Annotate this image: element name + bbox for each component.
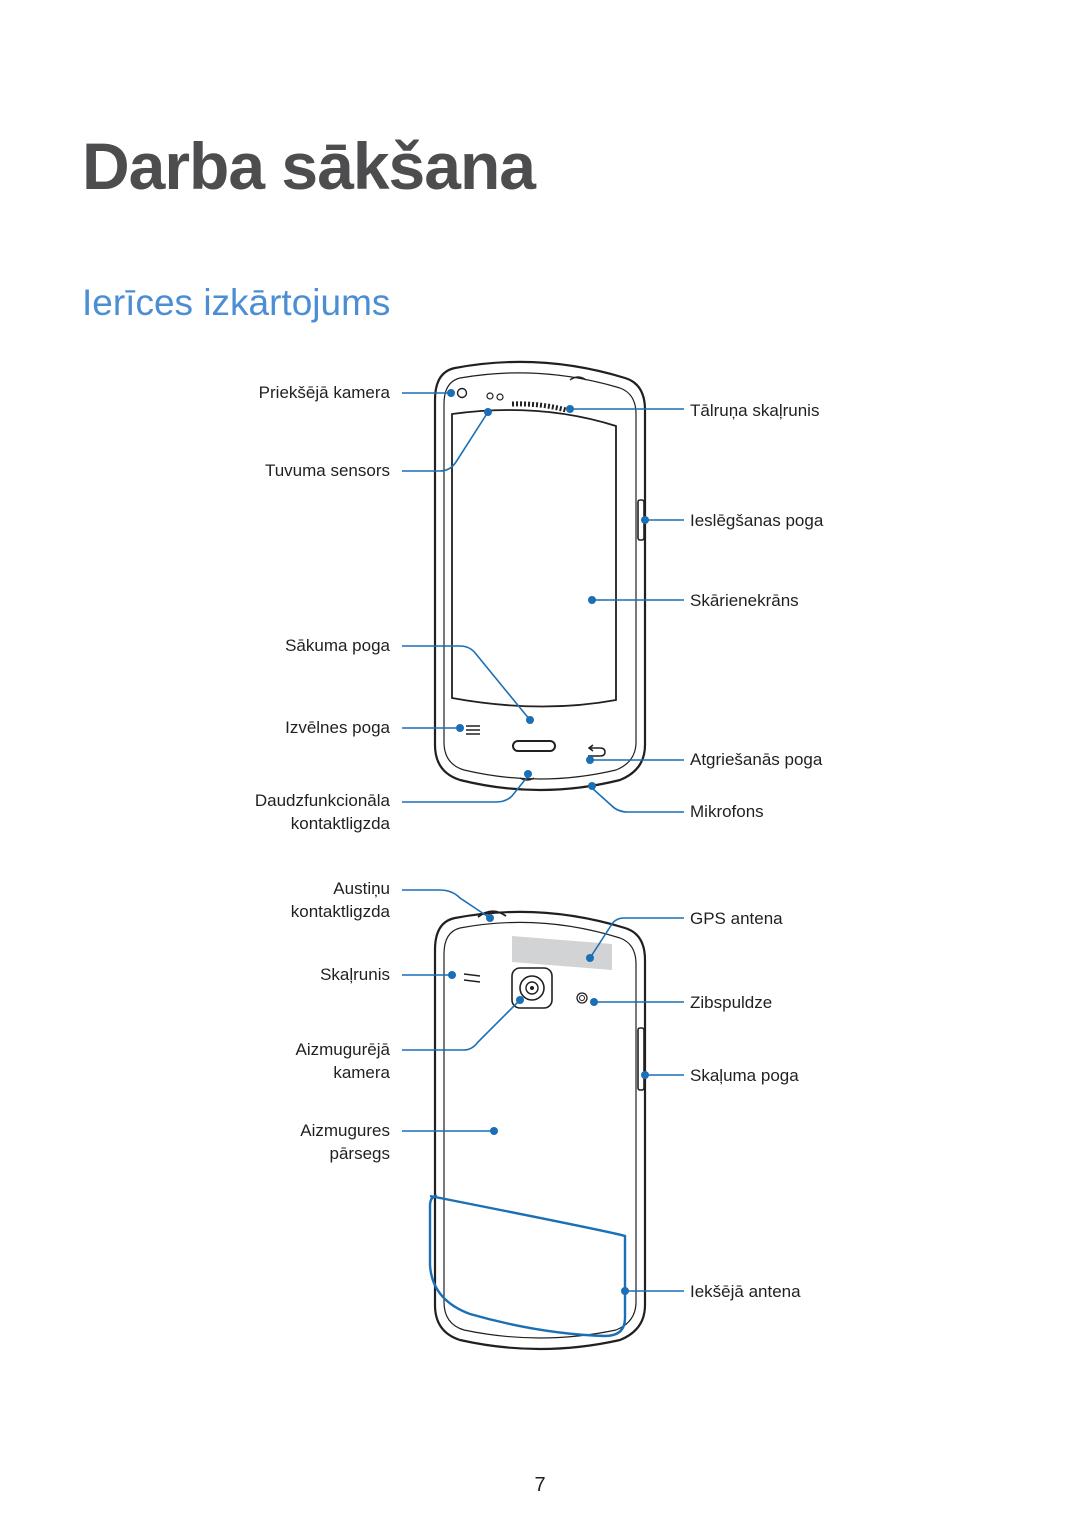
label-gps-antenna: GPS antena — [690, 909, 783, 928]
label-multipurpose-jack: Daudzfunkcionāla kontaktligzda — [255, 789, 390, 835]
internal-antenna-outline — [428, 1194, 627, 1338]
label-volume-button: Skaļuma poga — [690, 1066, 799, 1085]
label-earpiece: Tālruņa skaļrunis — [690, 401, 820, 420]
label-rear-camera-line2: kamera — [333, 1063, 390, 1082]
callout-lines — [402, 392, 684, 1292]
label-flash: Zibspuldze — [690, 993, 773, 1012]
label-rear-camera-line1: Aizmugurējā — [295, 1040, 391, 1059]
label-back-button: Atgriešanās poga — [690, 750, 823, 769]
label-proximity-sensor: Tuvuma sensors — [264, 461, 390, 480]
label-headset-jack: Austiņu kontaktligzda — [291, 877, 390, 923]
label-touch-screen: Skārienekrāns — [690, 591, 799, 610]
label-multipurpose-jack-line2: kontaktligzda — [290, 814, 390, 833]
phone-back-illustration — [433, 910, 647, 1351]
label-menu-button: Izvēlnes poga — [285, 718, 390, 737]
label-headset-jack-line1: Austiņu — [333, 879, 390, 898]
label-home-button: Sākuma poga — [285, 636, 390, 655]
label-microphone: Mikrofons — [690, 802, 764, 821]
label-internal-antenna: Iekšējā antena — [690, 1282, 801, 1301]
label-headset-jack-line2: kontaktligzda — [290, 902, 390, 921]
label-speaker: Skaļrunis — [320, 965, 390, 984]
callout-dots — [447, 389, 649, 1295]
label-rear-camera: Aizmugurējā kamera — [296, 1038, 391, 1084]
label-power-button: Ieslēgšanas poga — [690, 511, 824, 530]
phone-front-illustration — [433, 360, 647, 792]
chapter-title: Darba sākšana — [82, 129, 536, 203]
label-multipurpose-jack-line1: Daudzfunkcionāla — [254, 791, 390, 810]
label-back-cover-line2: pārsegs — [329, 1144, 390, 1163]
label-back-cover-line1: Aizmugures — [300, 1121, 390, 1140]
label-front-camera: Priekšējā kamera — [258, 383, 390, 402]
section-title: Ierīces izkārtojums — [82, 282, 391, 323]
page-number: 7 — [534, 1474, 546, 1496]
label-back-cover: Aizmugures pārsegs — [300, 1119, 390, 1165]
